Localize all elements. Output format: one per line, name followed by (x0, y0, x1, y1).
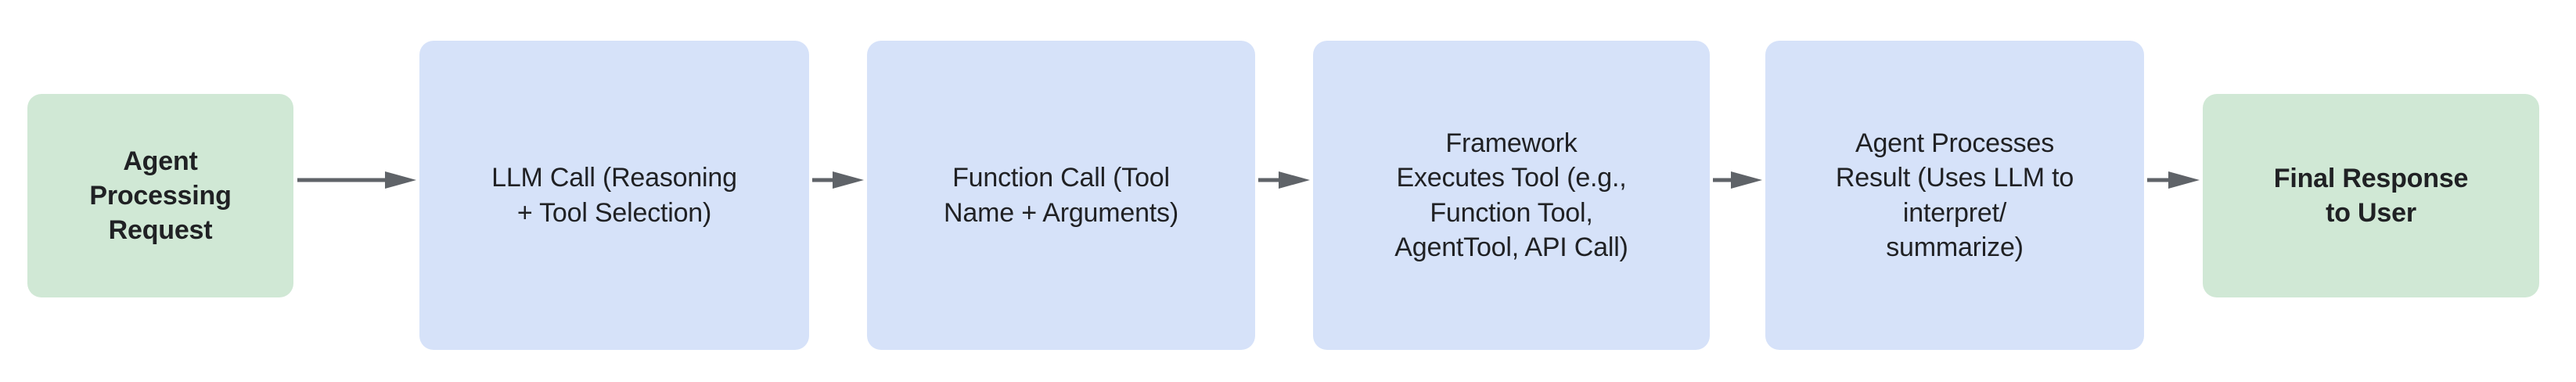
flow-node-label: Agent Processes Result (Uses LLM to inte… (1835, 128, 2074, 262)
flow-node-label: Agent Processing Request (89, 146, 232, 246)
flow-node-agent-processes-result[interactable]: Agent Processes Result (Uses LLM to inte… (1765, 41, 2144, 350)
flow-arrow (1713, 164, 1762, 196)
flow-node-label: Framework Executes Tool (e.g., Function … (1394, 128, 1628, 262)
flow-arrow (1258, 164, 1310, 196)
flow-node-llm-call[interactable]: LLM Call (Reasoning + Tool Selection) (419, 41, 809, 350)
flow-node-function-call[interactable]: Function Call (Tool Name + Arguments) (867, 41, 1255, 350)
flow-node-label: LLM Call (Reasoning + Tool Selection) (491, 163, 737, 228)
flow-node-agent-processing-request[interactable]: Agent Processing Request (27, 94, 293, 297)
flow-node-label: Final Response to User (2273, 163, 2469, 228)
flow-node-final-response-to-user[interactable]: Final Response to User (2203, 94, 2539, 297)
flow-node-label: Function Call (Tool Name + Arguments) (944, 163, 1178, 228)
flow-arrow (2147, 164, 2200, 196)
flow-arrow (297, 164, 416, 196)
flow-arrow (812, 164, 864, 196)
flow-node-framework-executes-tool[interactable]: Framework Executes Tool (e.g., Function … (1313, 41, 1710, 350)
